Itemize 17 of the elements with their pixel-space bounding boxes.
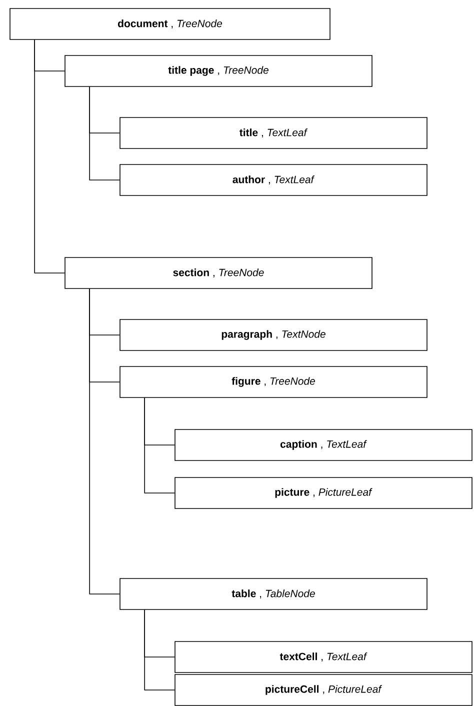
tree-node-box: pictureCell , PictureLeaf: [174, 674, 472, 706]
tree-node-box: title , TextLeaf: [120, 117, 428, 149]
tree-node-box: textCell , TextLeaf: [174, 641, 472, 673]
tree-connector: [89, 86, 120, 180]
tree-node-box: figure , TreeNode: [120, 366, 428, 398]
tree-node-box: table , TableNode: [120, 578, 428, 610]
tree-node-box: picture , PictureLeaf: [174, 477, 472, 509]
tree-node-box: caption , TextLeaf: [174, 429, 472, 461]
tree-node-box: paragraph , TextNode: [120, 319, 428, 351]
tree-node-box: document , TreeNode: [10, 8, 330, 40]
tree-connector: [144, 610, 175, 690]
tree-node-box: section , TreeNode: [64, 257, 372, 289]
tree-node-box: author , TextLeaf: [120, 164, 428, 196]
tree-connector: [34, 40, 65, 274]
tree-connector: [144, 398, 175, 494]
tree-node-box: title page , TreeNode: [64, 55, 372, 87]
tree-connector: [89, 288, 120, 594]
